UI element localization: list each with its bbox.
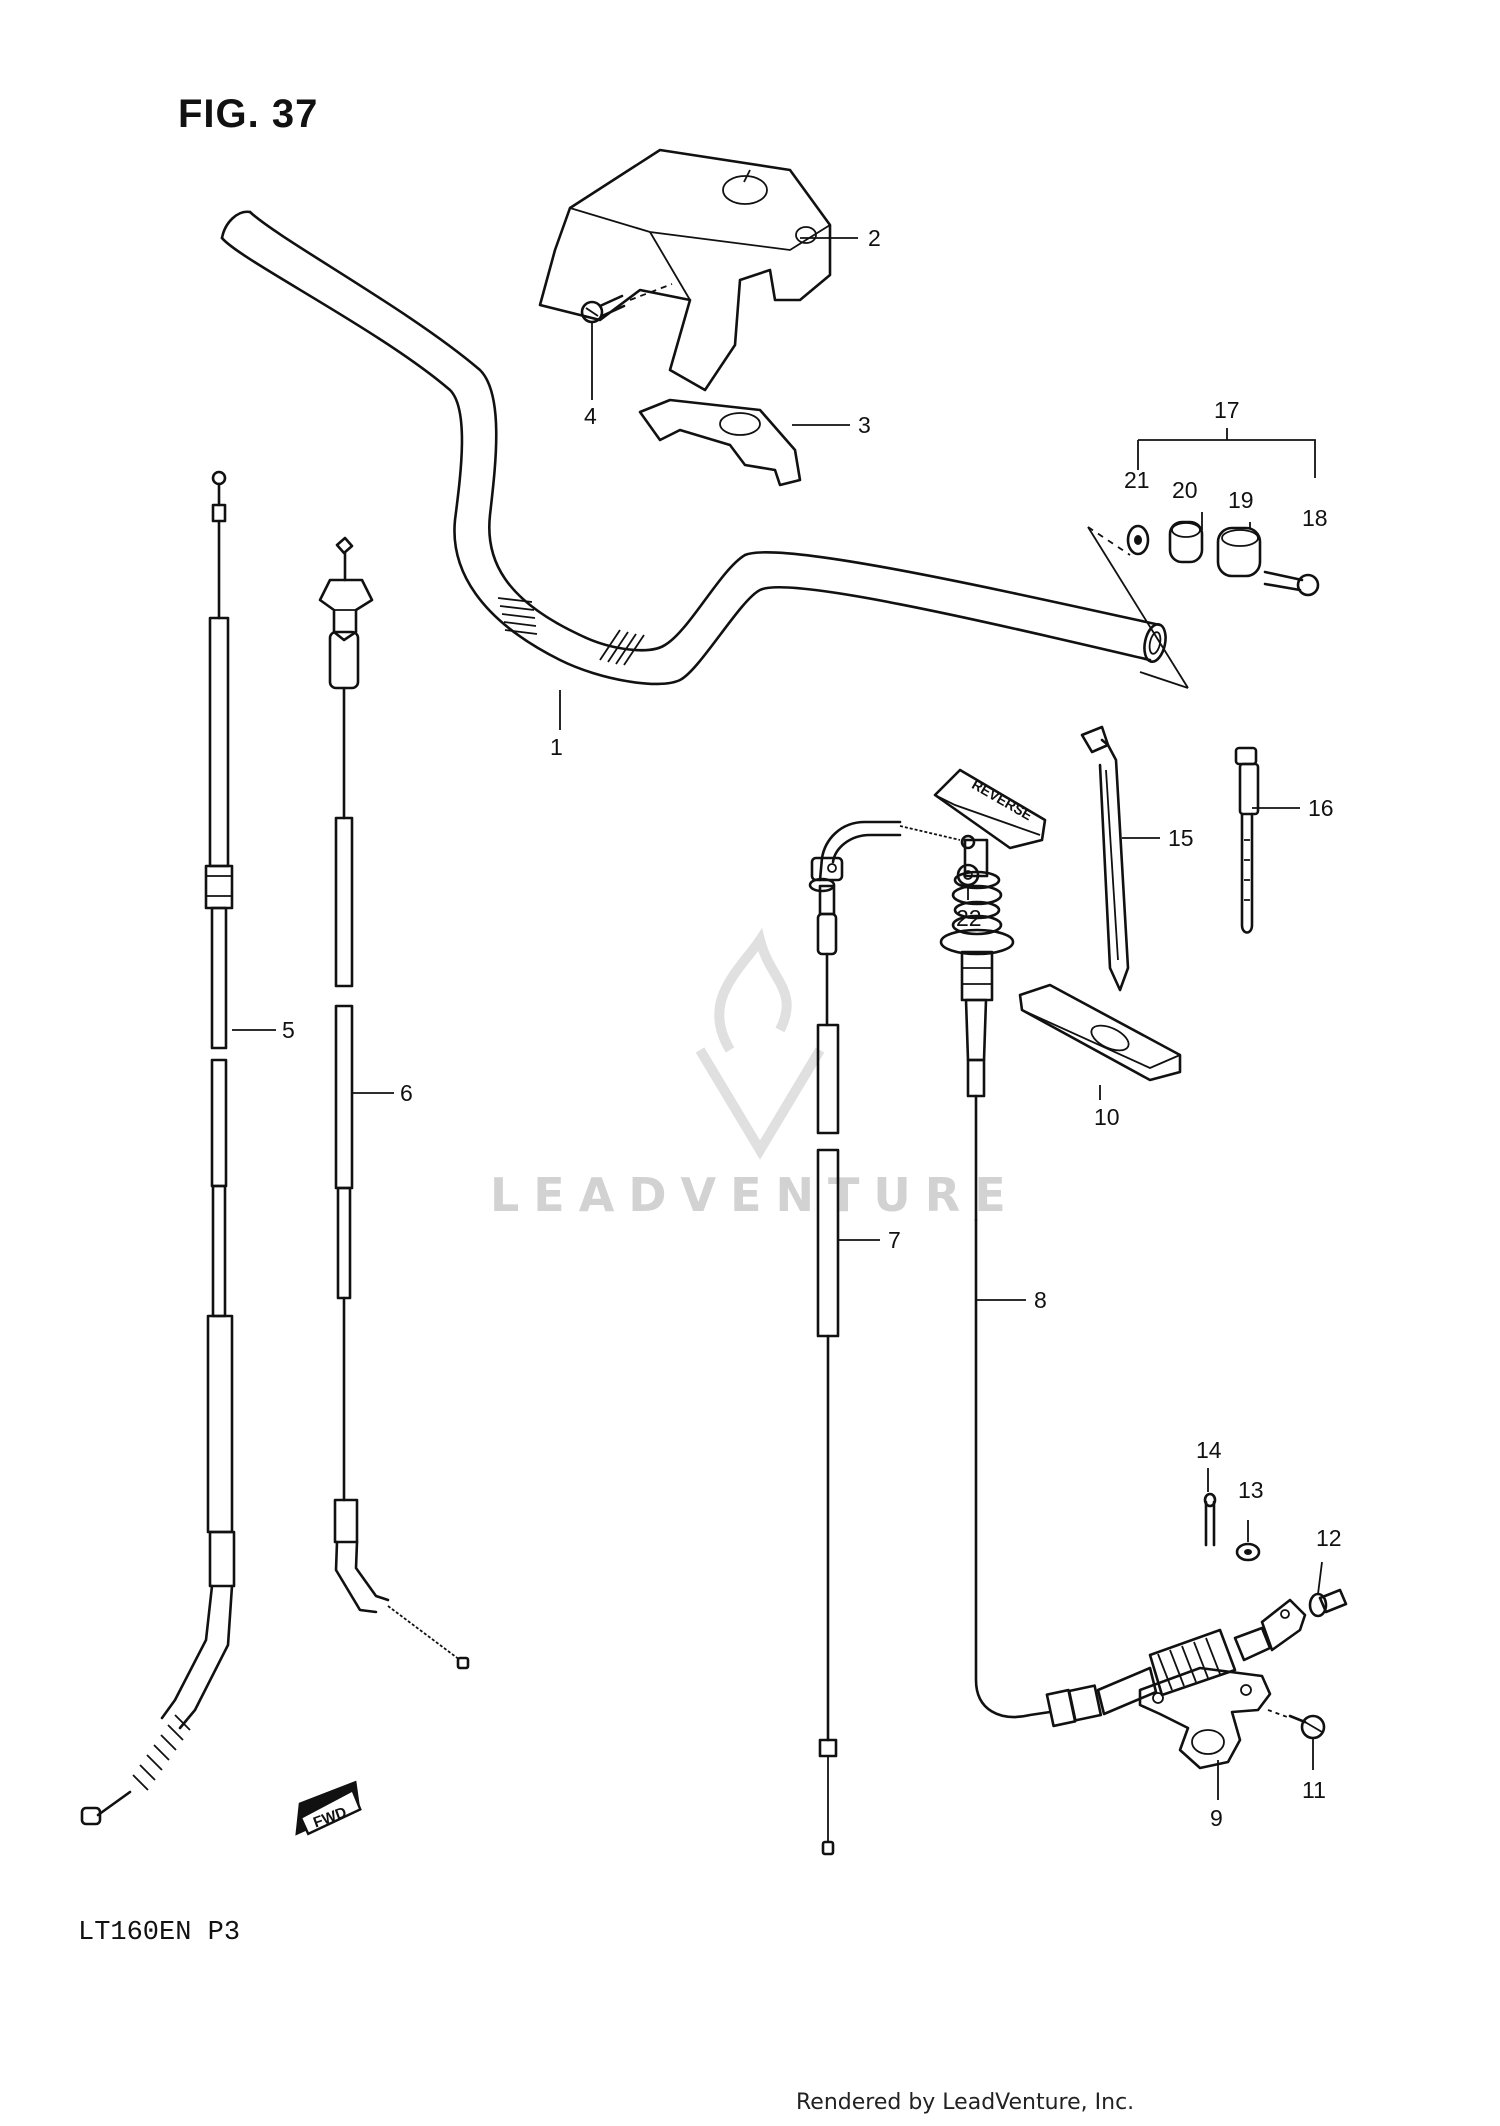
callout-5: 5 — [282, 1017, 295, 1043]
callout-6: 6 — [400, 1080, 413, 1106]
reverse-knob-label: REVERSE — [969, 776, 1035, 823]
brake-cable-6 — [318, 536, 470, 1670]
callout-2: 2 — [868, 225, 881, 251]
boot-8 — [939, 870, 1015, 956]
figure-title: FIG. 37 — [178, 92, 319, 136]
throttle-cable — [80, 470, 236, 1826]
callout-16: 16 — [1308, 795, 1334, 821]
callout-20: 20 — [1172, 477, 1198, 503]
callout-8: 8 — [1034, 1287, 1047, 1313]
callout-9: 9 — [1210, 1805, 1223, 1831]
cotter-pin-14 — [1203, 1492, 1217, 1547]
cover-screw — [580, 283, 673, 324]
weight-19 — [1216, 526, 1262, 578]
bolt-18 — [1263, 570, 1320, 597]
cable-bracket — [1138, 1666, 1272, 1770]
watermark-text: LEADVENTURE — [490, 1168, 1020, 1222]
bolt-11 — [1267, 1709, 1326, 1740]
knurl-right — [599, 629, 645, 666]
callout-11: 11 — [1302, 1777, 1326, 1803]
leader-lines — [232, 237, 1323, 1800]
callout-22: 22 — [956, 905, 982, 931]
cover-bracket — [638, 398, 802, 487]
callout-13: 13 — [1238, 1477, 1264, 1503]
callout-15: 15 — [1168, 825, 1194, 851]
callout-1: 1 — [550, 734, 563, 760]
reverse-knob: REVERSE — [933, 768, 1047, 850]
callout-12: 12 — [1316, 1525, 1342, 1551]
callout-numbers: 1 2 3 4 5 6 7 8 9 10 11 12 13 14 15 16 1… — [282, 225, 1342, 1831]
knurl-left — [497, 597, 538, 635]
callout-18: 18 — [1302, 505, 1328, 531]
washer-13 — [1235, 1542, 1261, 1562]
callout-21: 21 — [1124, 467, 1150, 493]
collar-20 — [1168, 520, 1204, 564]
callout-17: 17 — [1214, 397, 1240, 423]
model-code: LT160EN P3 — [78, 1918, 241, 1948]
adjuster-8 — [1045, 1598, 1307, 1728]
reverse-cable: REVERSE — [933, 768, 1307, 1728]
cable-tie-16 — [1234, 746, 1260, 934]
handlebar — [220, 210, 1167, 686]
callout-4: 4 — [584, 403, 597, 429]
fwd-direction-arrow: FWD — [295, 1780, 362, 1836]
callout-3: 3 — [858, 412, 871, 438]
clevis-pin-12 — [1308, 1588, 1348, 1618]
brake-cable-7 — [808, 820, 976, 1856]
handlebar-cover — [538, 148, 832, 392]
spring-5 — [132, 1714, 191, 1791]
callout-14: 14 — [1196, 1437, 1222, 1463]
cable-tie-15 — [1080, 725, 1130, 992]
render-credit: Rendered by LeadVenture, Inc. — [796, 2090, 1135, 2115]
callout-10: 10 — [1094, 1104, 1120, 1130]
leadventure-logo-mark — [695, 927, 825, 1160]
callout-7: 7 — [888, 1227, 901, 1253]
bracket-plate — [1018, 983, 1182, 1082]
callout-19: 19 — [1228, 487, 1254, 513]
washer-21 — [1126, 524, 1150, 556]
bar-end-set — [1087, 428, 1320, 689]
